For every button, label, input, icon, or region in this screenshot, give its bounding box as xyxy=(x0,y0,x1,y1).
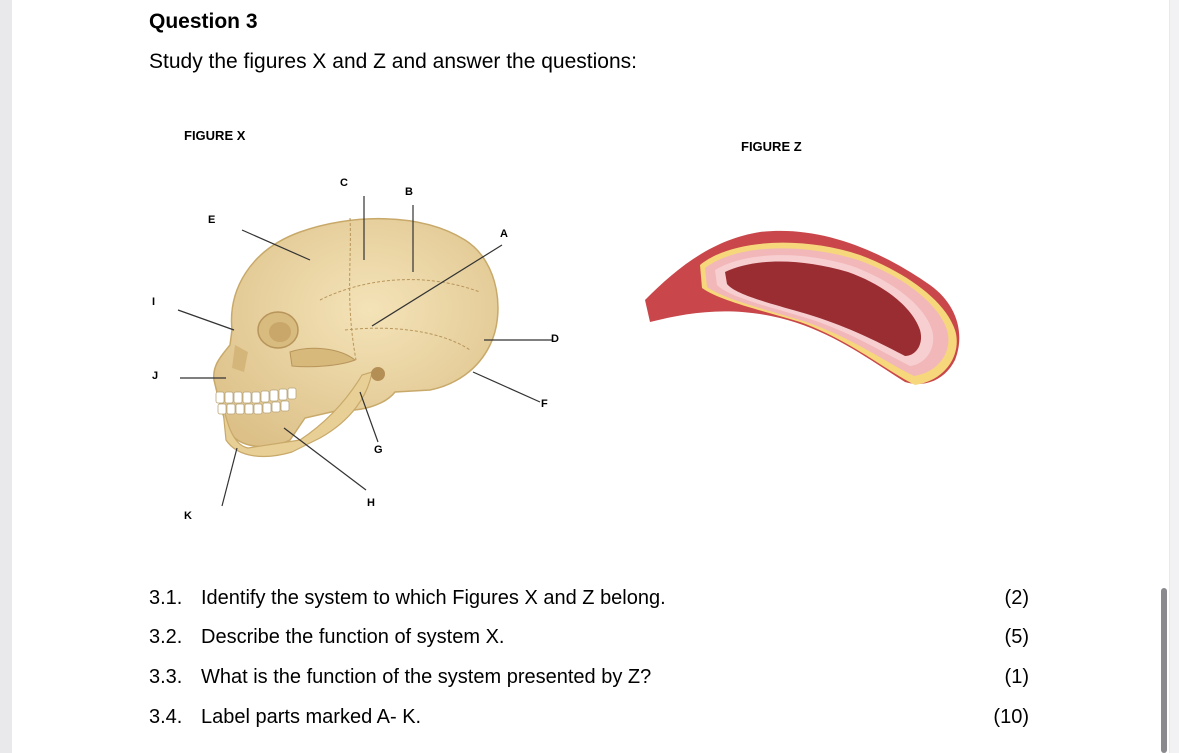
question-text: What is the function of the system prese… xyxy=(201,666,652,688)
question-title: Question 3 xyxy=(149,10,258,33)
question-marks: (10) xyxy=(993,706,1029,728)
label-leader-lines xyxy=(177,196,553,507)
eye-socket-inner xyxy=(269,322,291,342)
label-a: A xyxy=(500,228,508,240)
question-number: 3.4. xyxy=(149,706,183,728)
label-f: F xyxy=(541,398,548,410)
question-text: Label parts marked A- K. xyxy=(201,706,422,728)
label-k: K xyxy=(184,510,192,522)
scrollbar-track[interactable] xyxy=(1170,0,1179,753)
label-e: E xyxy=(208,214,216,226)
question-number: 3.1. xyxy=(149,587,183,609)
ear-canal-shape xyxy=(371,367,385,381)
question-marks: (2) xyxy=(1004,587,1029,609)
vessel-lumen xyxy=(725,261,922,356)
figure-z-caption: FIGURE Z xyxy=(741,139,802,154)
question-row: 3.3. What is the function of the system … xyxy=(149,666,1029,692)
document-page xyxy=(12,0,1169,753)
question-marks: (5) xyxy=(1004,626,1029,648)
label-j: J xyxy=(152,370,159,382)
question-text: Identify the system to which Figures X a… xyxy=(201,587,666,609)
label-i: I xyxy=(152,296,156,308)
label-b: B xyxy=(405,186,413,198)
label-g: G xyxy=(374,444,383,456)
zygomatic-shape xyxy=(289,347,356,368)
question-number: 3.2. xyxy=(149,626,183,648)
label-c: C xyxy=(340,177,348,189)
scrollbar-thumb[interactable] xyxy=(1161,588,1167,753)
question-intro: Study the figures X and Z and answer the… xyxy=(149,50,637,73)
label-d: D xyxy=(551,333,559,345)
question-marks: (1) xyxy=(1004,666,1029,688)
question-row: 3.2. Describe the function of system X. … xyxy=(149,626,1029,652)
question-row: 3.1. Identify the system to which Figure… xyxy=(149,587,1029,613)
nasal-cavity-shape xyxy=(232,345,248,372)
question-number: 3.3. xyxy=(149,666,183,688)
label-h: H xyxy=(367,497,375,509)
question-row: 3.4. Label parts marked A- K. (10) xyxy=(149,706,1029,732)
question-text: Describe the function of system X. xyxy=(201,626,505,648)
skull-sutures xyxy=(319,217,481,361)
teeth-shape xyxy=(215,387,297,415)
figure-x-caption: FIGURE X xyxy=(184,128,246,143)
